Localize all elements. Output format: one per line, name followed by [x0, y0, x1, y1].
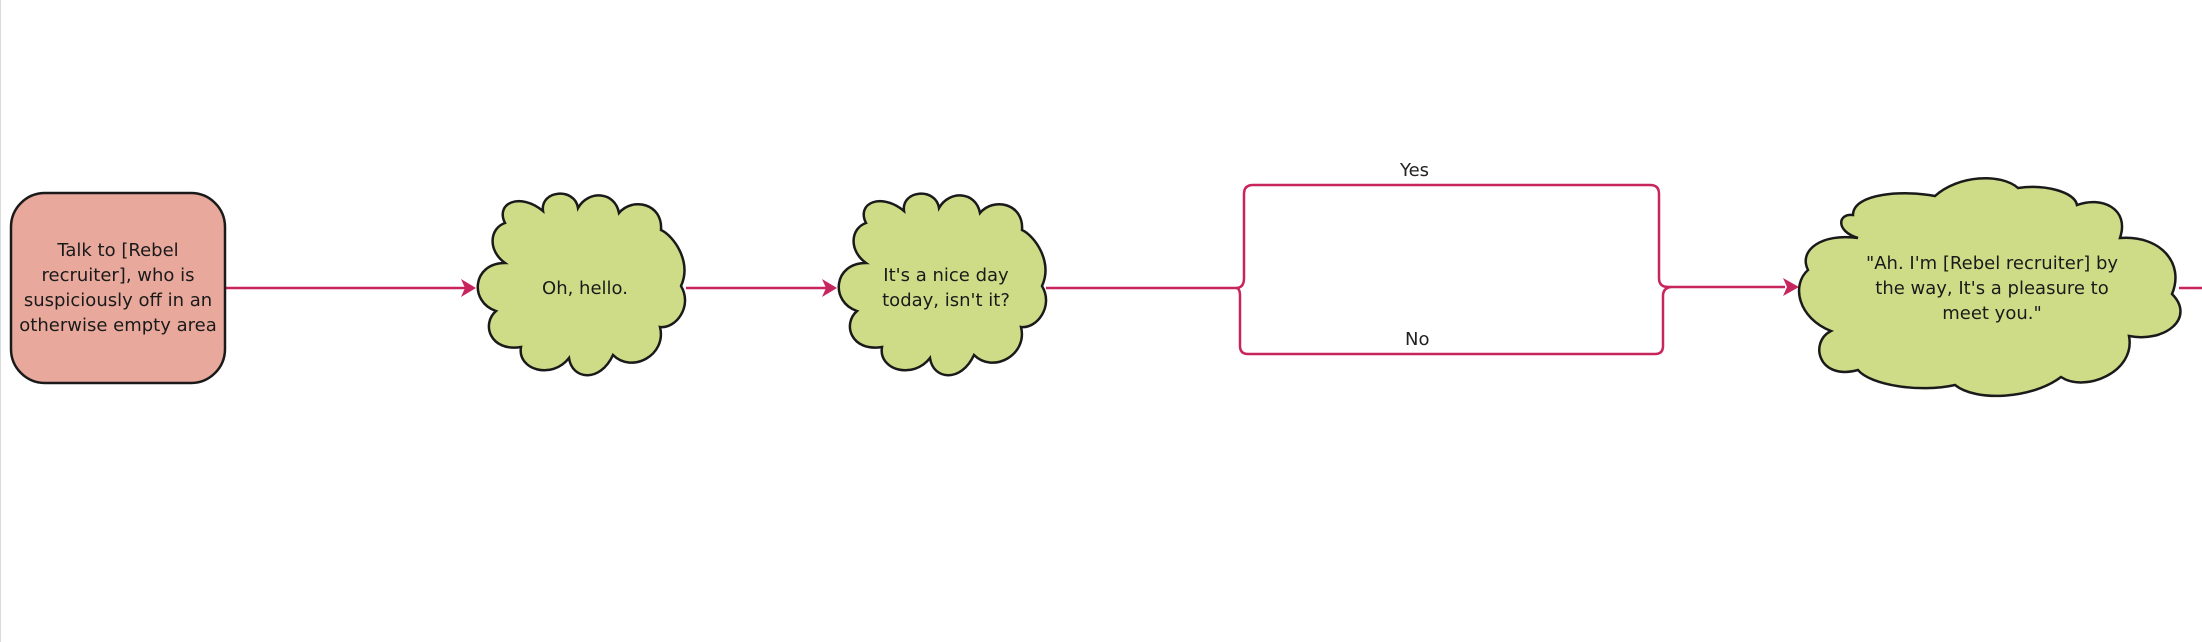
no-branch-label: No: [1405, 329, 1430, 350]
arrowhead-to-nice-day: [822, 279, 837, 297]
canvas-left-border: [0, 0, 1, 642]
arrowhead-to-introduction: [1783, 278, 1799, 296]
connector-yes-branch[interactable]: [1235, 183, 1669, 290]
nice-day-cloud[interactable]: [837, 192, 1048, 377]
connector-no-branch[interactable]: [1235, 285, 1672, 356]
introduction-cloud[interactable]: [1797, 177, 2182, 398]
greeting-node-label: Oh, hello.: [542, 277, 628, 299]
introduction-node-label: "Ah. I'm [Rebel recruiter] by the way, I…: [1865, 252, 2119, 324]
start-node[interactable]: [9, 191, 227, 385]
arrowhead-to-greeting: [461, 279, 476, 297]
start-node-label: Talk to [Rebel recruiter], who is suspic…: [19, 240, 217, 336]
yes-branch-label: Yes: [1400, 160, 1430, 181]
nice-day-node-label: It's a nice day today, isn't it?: [882, 265, 1010, 311]
greeting-cloud[interactable]: [476, 192, 687, 377]
